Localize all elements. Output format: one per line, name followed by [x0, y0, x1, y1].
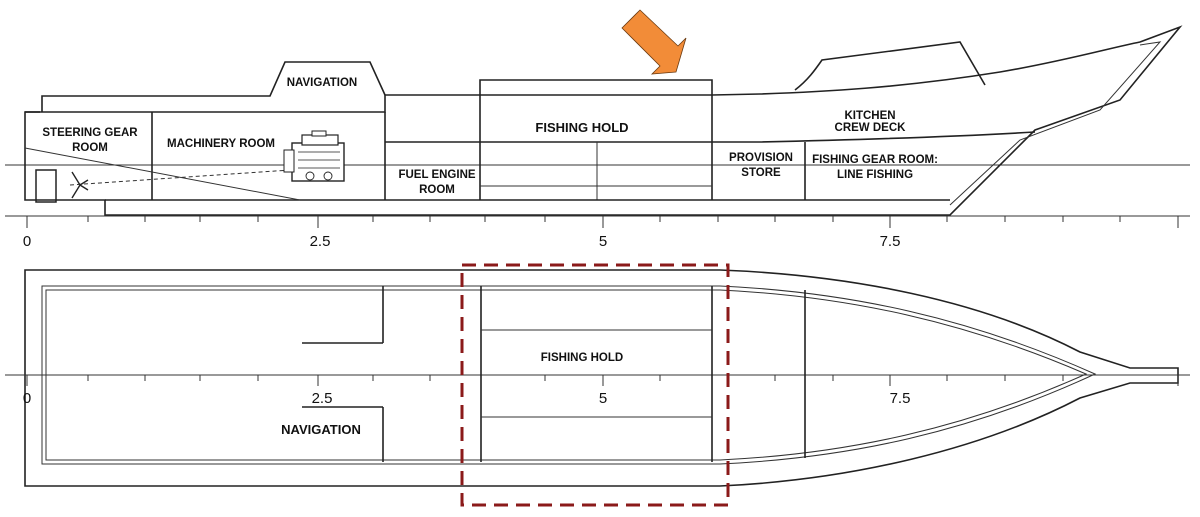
- side-label-fuel-1: FUEL ENGINE: [398, 169, 475, 181]
- side-tick-2-5: 2.5: [310, 233, 331, 250]
- arrow-icon: [621, 9, 687, 75]
- side-propeller-shaft: [69, 169, 291, 186]
- side-label-kitchen-1: KITCHEN: [844, 110, 895, 122]
- side-wheelhouse: [41, 61, 386, 112]
- plan-tick-7-5: 7.5: [890, 390, 911, 407]
- plan-view: FISHING HOLD NAVIGATION 0 2.5 5 7.5: [5, 263, 1190, 507]
- plan-scale: 0 2.5 5 7.5: [23, 375, 1179, 407]
- plan-highlight-box: [460, 263, 730, 507]
- side-rudder: [35, 169, 57, 203]
- side-shaft-incline: [24, 147, 301, 201]
- side-label-provision-1: PROVISION: [729, 152, 793, 164]
- side-label-steering-2: ROOM: [72, 142, 108, 154]
- side-bow-inner: [949, 41, 1162, 206]
- side-tick-7-5: 7.5: [880, 233, 901, 250]
- plan-hull-inner-2: [45, 289, 1088, 461]
- side-label-gear-2: LINE FISHING: [837, 169, 913, 181]
- plan-label-navigation: NAVIGATION: [281, 422, 361, 437]
- side-label-fuel-2: ROOM: [419, 184, 455, 196]
- side-label-provision-2: STORE: [741, 167, 781, 179]
- plan-tick-2-5: 2.5: [312, 390, 333, 407]
- side-label-kitchen-2: CREW DECK: [835, 122, 907, 134]
- side-label-fishing-hold: FISHING HOLD: [535, 120, 628, 135]
- side-hold-top: [479, 79, 713, 112]
- side-label-machinery: MACHINERY ROOM: [167, 138, 275, 150]
- side-view: NAVIGATION STEERING GEAR ROOM MACHINERY …: [5, 9, 1190, 250]
- plan-tick-0: 0: [23, 390, 31, 407]
- side-internal-deck: [385, 131, 1036, 143]
- side-tick-0: 0: [23, 233, 31, 250]
- plan-hull-inner-1: [41, 285, 1097, 465]
- side-label-gear-1: FISHING GEAR ROOM:: [812, 154, 938, 166]
- side-label-navigation: NAVIGATION: [287, 77, 358, 89]
- plan-label-fishing-hold: FISHING HOLD: [541, 352, 623, 364]
- side-label-steering-1: STEERING GEAR: [42, 127, 138, 139]
- side-scale: 0 2.5 5 7.5: [5, 215, 1190, 250]
- side-hull-outline: [24, 25, 1183, 216]
- plan-tick-5: 5: [599, 390, 607, 407]
- side-tick-5: 5: [599, 233, 607, 250]
- engine-icon: [283, 130, 345, 182]
- side-forecastle: [794, 41, 986, 91]
- propeller-icon: [71, 171, 89, 199]
